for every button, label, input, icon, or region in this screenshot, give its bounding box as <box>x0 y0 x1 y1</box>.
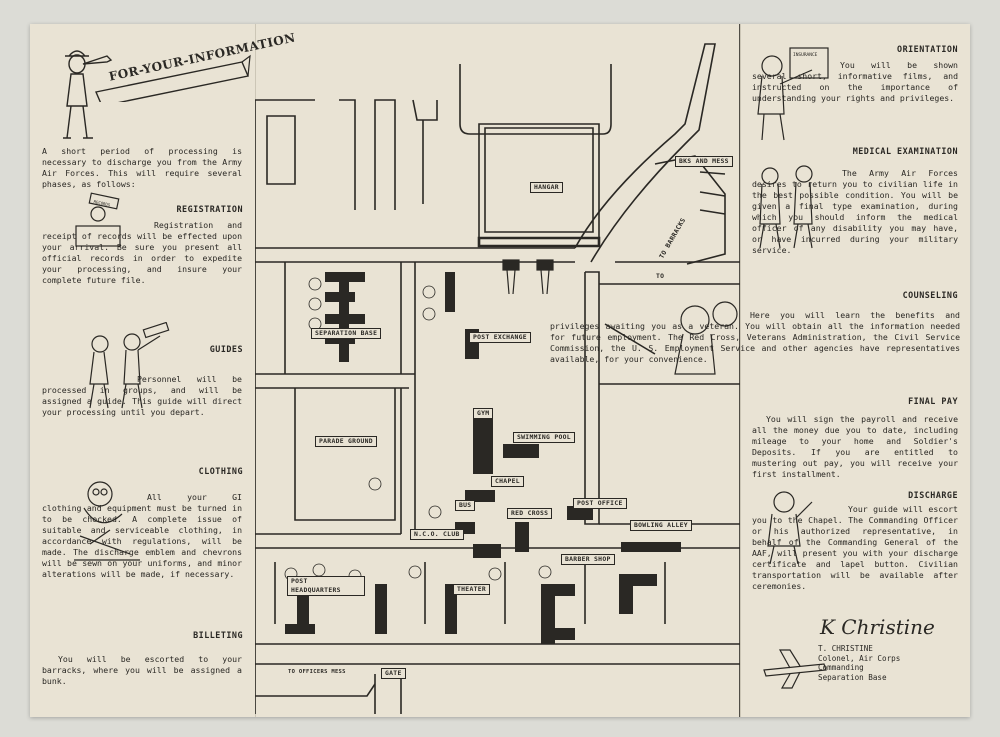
map-label-barber-shop: BARBER SHOP <box>561 554 615 565</box>
airplane-icon <box>763 649 827 689</box>
orientation-cartoon-icon: INSURANCE <box>757 47 829 141</box>
map-label-to-officers-mess: TO OFFICERS MESS <box>288 669 346 675</box>
right-column: INSURANCE ORIENTATION You will be shown … <box>550 24 970 717</box>
signature-block: T. CHRISTINE Colonel, Air Corps Commandi… <box>818 644 900 682</box>
signature-name: T. CHRISTINE <box>818 644 873 653</box>
orientation-heading: ORIENTATION <box>897 44 958 54</box>
map-label-post-exchange: POST EXCHANGE <box>469 332 531 343</box>
final-pay-text: You will sign the payroll and receive al… <box>752 414 958 479</box>
map-label-swimming-pool: SWIMMING POOL <box>513 432 575 443</box>
registration-heading: REGISTRATION <box>176 204 243 214</box>
counseling-text: Here you will learn the benefits and pri… <box>550 310 960 364</box>
insurance-sign: INSURANCE <box>793 52 818 58</box>
final-pay-heading: FINAL PAY <box>908 396 958 406</box>
banner-ribbon-icon <box>95 54 251 102</box>
records-sign: RECORDS <box>93 199 111 208</box>
intro-text: A short period of processing is necessar… <box>42 146 242 189</box>
left-column: FOR-YOUR-INFORMATION A short period of p… <box>30 24 297 717</box>
discharge-text: Your guide will escort you to the Chapel… <box>752 504 958 591</box>
bugler-cartoon-icon <box>63 50 113 139</box>
billeting-heading: BILLETING <box>193 630 243 640</box>
counseling-heading: COUNSELING <box>902 290 958 300</box>
map-label-separation-base: SEPARATION BASE <box>311 328 382 339</box>
medical-text: The Army Air Forces desires to return yo… <box>752 168 958 255</box>
map-label-gym: GYM <box>473 408 494 419</box>
guides-text: Personnel will be processed in groups, a… <box>42 374 242 417</box>
signature-script: K Christine <box>820 615 935 639</box>
map-label-parade-ground: PARADE GROUND <box>315 436 377 447</box>
guides-heading: GUIDES <box>209 344 243 354</box>
clothing-heading: CLOTHING <box>198 466 243 476</box>
signature-role: Commanding <box>818 663 864 672</box>
map-label-bus: BUS <box>455 500 476 511</box>
clothing-cartoon-icon <box>74 481 140 561</box>
clothing-text: All your GI clothing and equipment must … <box>42 492 242 579</box>
map-label-gate: GATE <box>381 668 406 679</box>
counseling-cartoon-icon <box>674 301 738 375</box>
signature-title: Colonel, Air Corps <box>818 653 901 663</box>
signature-unit: Separation Base <box>818 672 887 682</box>
orientation-text: You will be shown several short, informa… <box>752 60 958 103</box>
map-label-to: TO <box>656 272 665 280</box>
map-label-red-cross: RED CROSS <box>507 508 553 519</box>
medical-heading: MEDICAL EXAMINATION <box>852 146 958 156</box>
registration-cartoon-icon: RECORDS <box>75 192 121 247</box>
map-label-theater: THEATER <box>453 584 491 595</box>
map-label-bks-mess: BKS AND MESS <box>675 156 733 167</box>
map-label-post-headquarters: POST HEADQUARTERS <box>287 576 365 596</box>
discharge-cartoon-icon <box>767 491 813 565</box>
map-label-chapel: CHAPEL <box>491 476 524 487</box>
fold-crease-right <box>740 24 741 717</box>
map-label-bowling-alley: BOWLING ALLEY <box>630 520 692 531</box>
registration-text: Registration and receipt of records will… <box>42 220 242 285</box>
map-label-hangar: HANGAR <box>530 182 563 193</box>
map-label-post-office: POST OFFICE <box>573 498 627 509</box>
info-sheet: FOR-YOUR-INFORMATION A short period of p… <box>30 24 970 717</box>
medical-cartoon-icon <box>759 165 813 249</box>
guides-cartoon-icon <box>89 322 170 409</box>
billeting-text: You will be escorted to your barracks, w… <box>42 654 242 686</box>
discharge-heading: DISCHARGE <box>908 490 958 500</box>
map-drawing <box>254 24 741 717</box>
map-label-nco-club: N.C.O. CLUB <box>410 529 464 540</box>
base-map: HANGAR BKS AND MESS TO BARRACKS TO SEPAR… <box>254 24 741 717</box>
